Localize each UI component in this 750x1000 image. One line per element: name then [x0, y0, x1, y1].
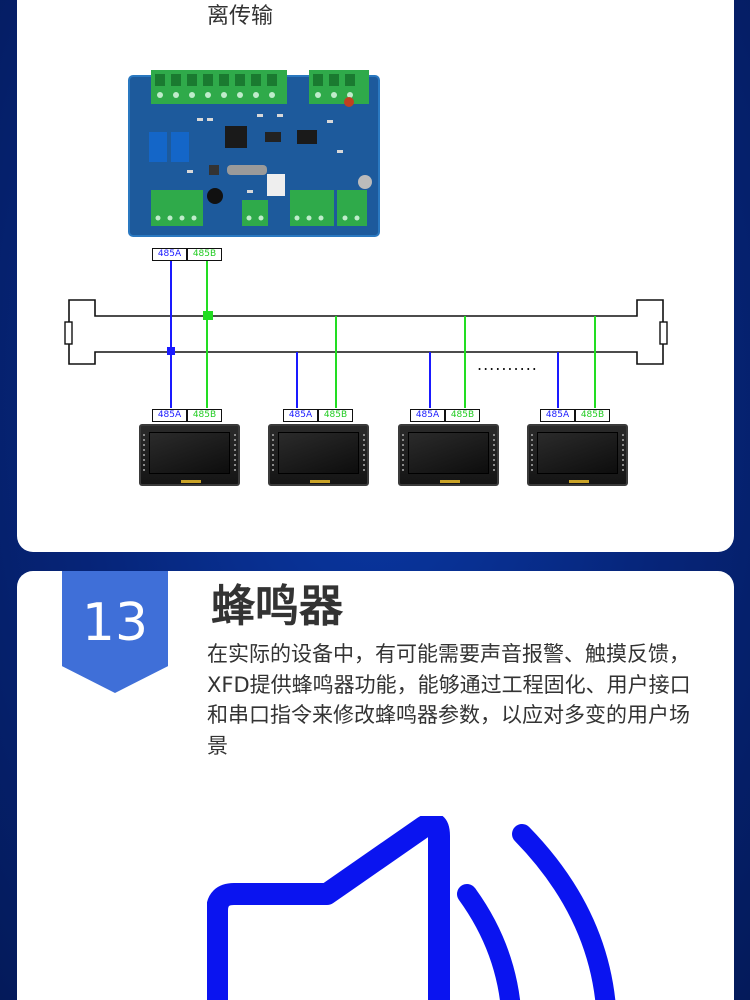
label-485b: 485B: [187, 409, 222, 422]
slave-port-labels: 485A 485B: [410, 409, 480, 422]
label-485b: 485B: [575, 409, 610, 422]
more-devices-ellipsis: ..........: [477, 355, 538, 374]
label-485b: 485B: [318, 409, 353, 422]
rs485-bus-diagram: [64, 260, 668, 408]
feature-title: 蜂鸣器: [211, 581, 343, 632]
slave-port-labels: 485A 485B: [283, 409, 353, 422]
label-485a: 485A: [410, 409, 445, 422]
label-485b: 485B: [187, 248, 222, 261]
description-tail: 离传输: [207, 4, 274, 29]
feature-number: 13: [81, 593, 149, 653]
display-screen-device: [268, 424, 369, 486]
junction-a: [167, 347, 175, 355]
label-485a: 485A: [540, 409, 575, 422]
bus-terminator-left: [64, 321, 73, 345]
speaker-sound-icon: [207, 816, 616, 1000]
rs485-diagram-card: 离传输: [17, 0, 734, 552]
label-485b: 485B: [445, 409, 480, 422]
display-screen-device: [527, 424, 628, 486]
slave-port-labels: 485A 485B: [540, 409, 610, 422]
sound-wave-outer: [512, 824, 616, 1000]
feature-number-badge: [62, 571, 168, 693]
sound-wave-inner: [457, 884, 521, 1000]
label-485a: 485A: [283, 409, 318, 422]
bus-terminator-right: [659, 321, 668, 345]
label-485a: 485A: [152, 409, 187, 422]
feature-description: 在实际的设备中，有可能需要声音报警、触摸反馈，XFD提供蜂鸣器功能，能够通过工程…: [207, 642, 691, 758]
display-screen-device: [398, 424, 499, 486]
display-screen-device: [139, 424, 240, 486]
bus-outline: [68, 299, 664, 365]
buzzer-feature-card: 13 蜂鸣器 在实际的设备中，有可能需要声音报警、触摸反馈，XFD提供蜂鸣器功能…: [17, 571, 734, 1000]
slave-port-labels: 485A 485B: [152, 409, 222, 422]
controller-circuit-board: [128, 70, 380, 237]
speaker-body: [207, 816, 450, 1000]
label-485a: 485A: [152, 248, 187, 261]
junction-b: [203, 311, 213, 320]
master-port-labels: 485A 485B: [152, 248, 222, 261]
